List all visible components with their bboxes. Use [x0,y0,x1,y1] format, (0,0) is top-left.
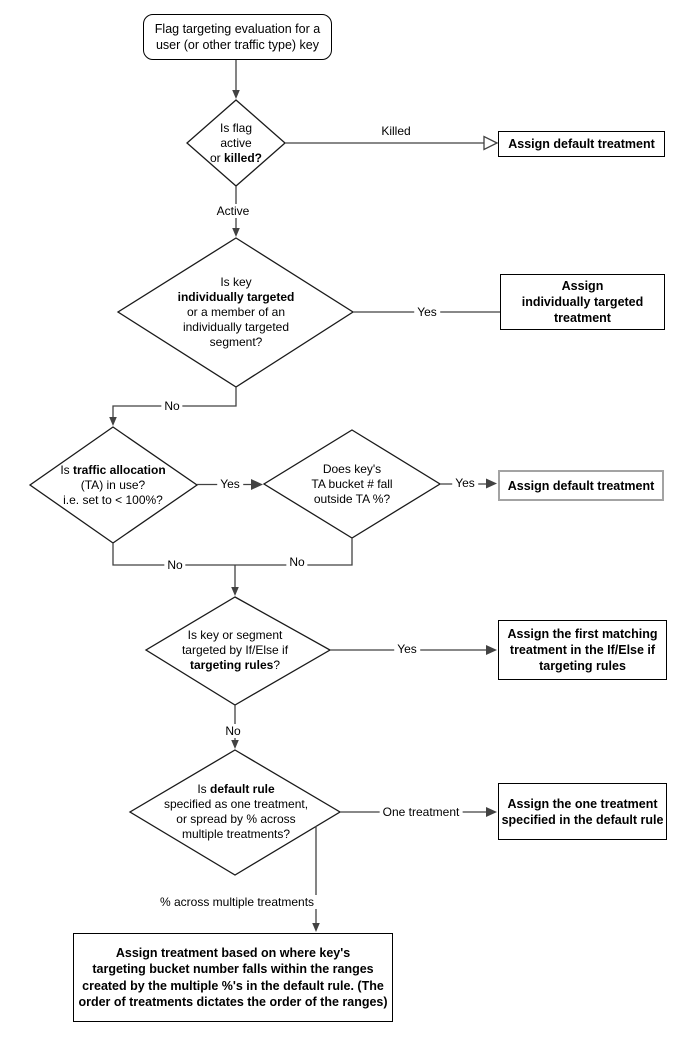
arrowhead-into-default-rule-decision [231,740,239,749]
edge-label-active: Active [213,204,253,218]
edge-label-no-individual: No [161,399,183,413]
arrowhead-into-first-matching [486,645,497,655]
arrowhead-into-ranges-box [312,923,320,932]
box-assign-default-treatment-2: Assign default treatment [498,470,664,501]
open-arrowhead-into-default-1 [483,135,499,151]
edge-label-yes-individual: Yes [414,305,440,319]
edge-no-ta-merge [112,543,235,566]
edge-label-yes-ta: Yes [217,477,243,491]
decision-default-rule-shape [128,749,342,876]
edge-label-yes-bucket: Yes [452,476,478,490]
edge-label-no-bucket: No [286,555,308,569]
decision-traffic-allocation-text: Is traffic allocation(TA) in use?i.e. se… [60,462,166,507]
arrowhead-into-ta-decision [109,417,117,426]
edge-no-bucket-merge [235,538,353,566]
arrowhead-into-flag-decision [232,90,240,99]
edge-label-one-treatment: One treatment [379,805,463,819]
arrowhead-into-bucket-decision [251,479,263,490]
edge-label-killed: Killed [378,124,414,138]
arrowhead-into-default-2 [486,478,497,489]
edge-label-no-ta: No [164,558,186,572]
arrowhead-into-one-treatment-box [486,807,497,817]
arrowhead-into-individual-decision [232,228,240,237]
edge-label-pct-multiple: % across multiple treatments [156,895,318,909]
box-assign-default-treatment-1: Assign default treatment [498,131,665,157]
arrowhead-into-rules-decision [231,587,239,596]
edge-label-yes-rules: Yes [394,642,420,656]
edge-label-no-rules: No [222,724,244,738]
